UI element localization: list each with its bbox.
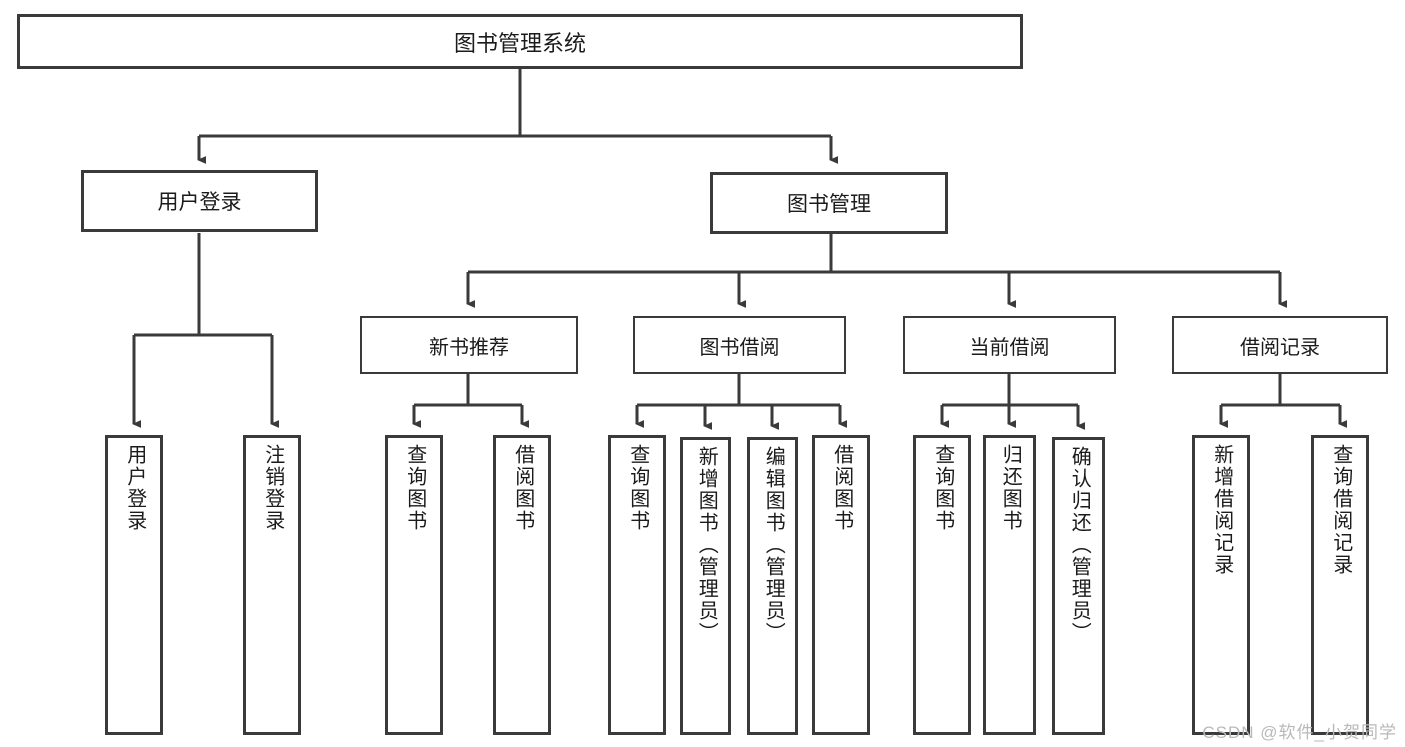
node-current-borrow[interactable]: 当前借阅 [903,316,1116,374]
node-book-borrow[interactable]: 图书借阅 [633,316,846,374]
node-label: 图书管理系统 [453,30,586,56]
leaf-recommend-query-book[interactable]: 查询图书 [385,435,443,735]
node-label: 图书管理 [787,193,871,216]
node-label: 查询图书 [626,444,649,532]
node-label: 借阅图书 [511,444,534,532]
node-user-login[interactable]: 用户登录 [81,170,318,232]
node-label: 当前借阅 [969,336,1050,359]
node-label: 查询图书 [403,444,426,532]
leaf-record-add-borrow-record[interactable]: 新增借阅记录 [1192,435,1250,735]
leaf-current-query-book[interactable]: 查询图书 [913,435,971,735]
node-new-book-recommend[interactable]: 新书推荐 [360,316,578,374]
leaf-record-query-borrow-record[interactable]: 查询借阅记录 [1311,435,1369,735]
node-label: 图书借阅 [699,336,780,359]
node-borrow-record[interactable]: 借阅记录 [1172,316,1388,374]
leaf-borrow-query-book[interactable]: 查询图书 [608,435,666,735]
leaf-borrow-edit-book-admin[interactable]: 编辑图书（管理员） [747,437,798,735]
node-label: 新增借阅记录 [1210,444,1233,576]
node-label: 用户登录 [157,191,242,214]
node-label: 注销登录 [261,444,284,532]
node-label: 确认归还（管理员） [1068,446,1091,644]
leaf-user-logout[interactable]: 注销登录 [243,435,301,735]
leaf-current-return-book[interactable]: 归还图书 [983,435,1036,735]
leaf-recommend-borrow-book[interactable]: 借阅图书 [493,435,551,735]
leaf-borrow-add-book-admin[interactable]: 新增图书（管理员） [680,437,731,735]
node-label: 查询借阅记录 [1329,444,1352,576]
node-label: 新增图书（管理员） [695,446,718,644]
leaf-current-confirm-return-admin[interactable]: 确认归还（管理员） [1052,437,1105,735]
node-label: 编辑图书（管理员） [762,446,785,644]
node-label: 借阅图书 [830,444,853,532]
node-label: 归还图书 [999,444,1022,532]
node-root-system[interactable]: 图书管理系统 [17,14,1023,69]
node-book-management[interactable]: 图书管理 [710,172,948,234]
node-label: 查询图书 [931,444,954,532]
node-label: 借阅记录 [1240,336,1320,359]
watermark: CSDN @软件_小贺同学 [1202,723,1397,742]
node-label: 新书推荐 [429,336,509,359]
leaf-user-login[interactable]: 用户登录 [105,435,163,735]
node-label: 用户登录 [123,444,146,532]
leaf-borrow-borrow-book[interactable]: 借阅图书 [812,435,870,735]
